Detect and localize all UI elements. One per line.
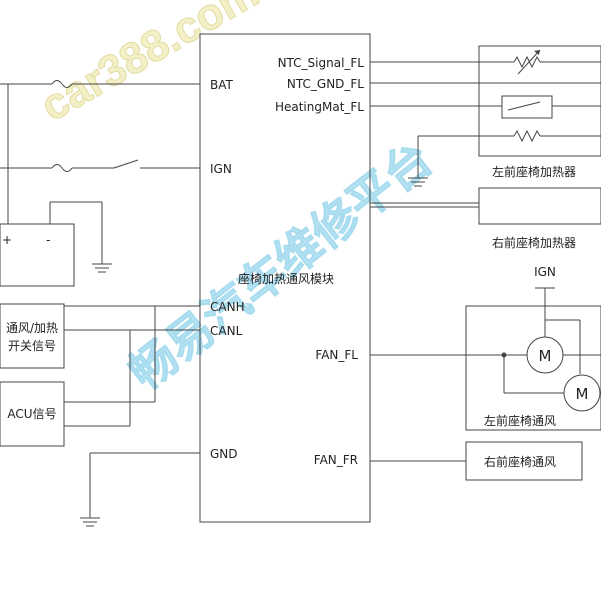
left-fan-motor-2-label: M xyxy=(576,385,589,403)
acu-signal-block: ACU信号 xyxy=(0,381,65,447)
left-fan-motor-1-label: M xyxy=(539,347,552,365)
ign-switch-icon xyxy=(113,159,139,169)
heater-resistor-icon xyxy=(513,129,541,143)
acu-signal-box xyxy=(0,381,65,447)
battery-minus: - xyxy=(46,233,50,247)
acu-signal-label: ACU信号 xyxy=(7,407,56,421)
right-fan: 右前座椅通风 xyxy=(370,441,583,481)
battery-plus: + xyxy=(2,233,12,247)
pin-canl-label: CANL xyxy=(210,324,243,338)
switch-signal-box xyxy=(0,303,65,369)
pin-ntc-signal-label: NTC_Signal_FL xyxy=(278,56,365,70)
module-title: 座椅加热通风模块 xyxy=(238,271,334,286)
left-heater-box xyxy=(478,45,601,157)
heatingmat-element-icon xyxy=(501,95,553,119)
ntc-resistor-icon xyxy=(513,55,541,69)
can-bus-wiring xyxy=(64,305,200,427)
right-heater: 右前座椅加热器 xyxy=(370,187,601,250)
left-heater: 左前座椅加热器 xyxy=(370,45,601,187)
ign-fuse-icon xyxy=(51,164,73,172)
module-ground-icon xyxy=(80,517,100,527)
pin-fan-fl-label: FAN_FL xyxy=(315,348,358,362)
heatingmat-switch-icon xyxy=(507,101,541,111)
bat-fuse-icon xyxy=(51,80,73,88)
fan-ign-label: IGN xyxy=(534,265,556,279)
right-heater-label: 右前座椅加热器 xyxy=(492,235,576,250)
left-fan-label: 左前座椅通风 xyxy=(484,413,556,428)
pin-bat-label: BAT xyxy=(210,78,234,92)
pin-ntc-gnd-label: NTC_GND_FL xyxy=(287,77,364,91)
right-heater-box xyxy=(478,187,601,225)
pin-ign-label: IGN xyxy=(210,162,232,176)
switch-signal-line1: 通风/加热 xyxy=(6,321,58,335)
pin-heatingmat-label: HeatingMat_FL xyxy=(275,100,364,114)
ign-circuit xyxy=(0,159,200,172)
ntc-variable-arrow xyxy=(517,49,541,75)
right-fan-box xyxy=(465,441,583,481)
battery-box xyxy=(0,223,75,287)
switch-signal-line2: 开关信号 xyxy=(8,339,56,353)
pin-gnd-label: GND xyxy=(210,447,238,461)
battery: + - xyxy=(0,201,112,287)
battery-ground-icon xyxy=(92,263,112,273)
left-heater-label: 左前座椅加热器 xyxy=(492,164,576,179)
heater-ground-icon xyxy=(408,177,428,187)
pin-canh-label: CANH xyxy=(210,300,245,314)
right-fan-label: 右前座椅通风 xyxy=(484,454,556,469)
left-fan: IGN M M 左前座椅通风 xyxy=(370,265,601,431)
switch-signal-block: 通风/加热 开关信号 xyxy=(0,303,65,369)
gnd-circuit xyxy=(80,452,200,527)
left-fan-box xyxy=(465,305,601,431)
pin-fan-fr-label: FAN_FR xyxy=(314,453,358,467)
bat-circuit xyxy=(0,80,200,232)
module-box xyxy=(199,33,371,523)
